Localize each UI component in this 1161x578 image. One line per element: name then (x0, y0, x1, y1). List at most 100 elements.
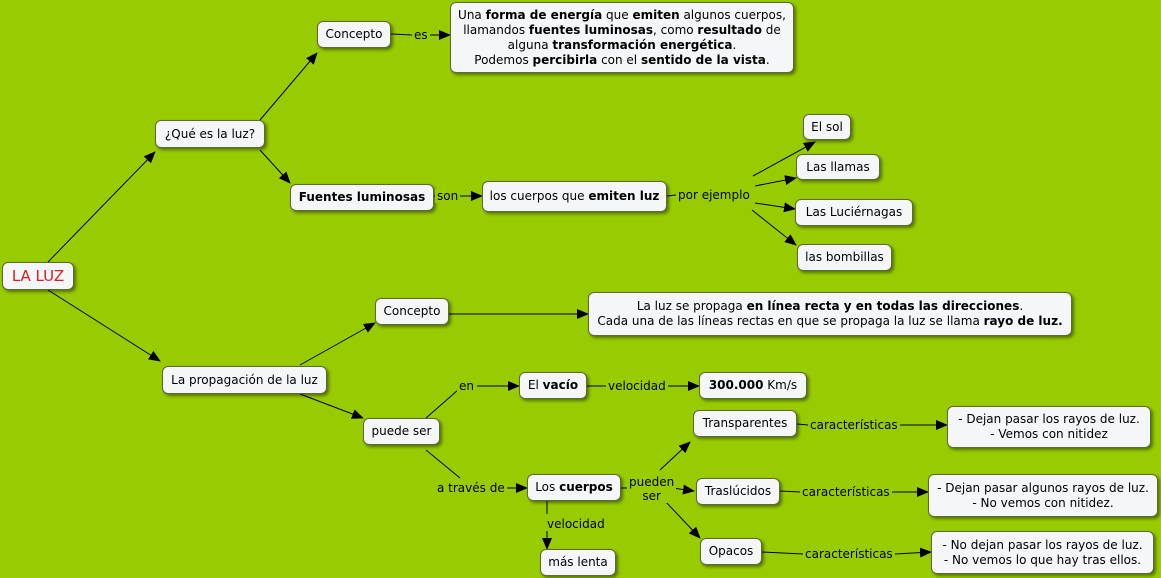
text-line: La luz se propaga en línea recta y en to… (637, 299, 1023, 314)
text-run: - No dejan pasar los rayos de luz. (942, 537, 1143, 552)
link-label-por-ejemplo: por ejemplo (676, 188, 752, 202)
node-las-luciernagas[interactable]: Las Luciérnagas (795, 199, 913, 226)
link-cuerpos-porejemplo (666, 194, 677, 197)
link-laluz-propagacion (47, 289, 161, 362)
link-label-en: en (457, 379, 476, 393)
text-run: de (761, 22, 781, 37)
text-run: - No vemos con nitidez. (972, 495, 1114, 510)
text-line: Podemos percibirla con el sentido de la … (474, 53, 769, 68)
node-las-llamas[interactable]: Las llamas (796, 154, 880, 180)
bold-text: sentido de la vista (640, 52, 766, 67)
link-label-son: son (435, 189, 461, 203)
text-line: - No dejan pasar los rayos de luz. (942, 538, 1142, 553)
text-line: - Vemos con nitidez (990, 427, 1108, 442)
node-desc-traslucidos[interactable]: - Dejan pasar algunos rayos de luz.- No … (928, 474, 1158, 517)
text-run: Una (458, 7, 486, 22)
text-line: - No vemos con nitidez. (972, 496, 1113, 511)
text-line: los cuerpos que emiten luz (490, 189, 660, 204)
text-line: - No vemos lo que hay tras ellos. (944, 553, 1141, 568)
text-run: - Vemos con nitidez (990, 427, 1108, 441)
node-velocidad-300000[interactable]: 300.000 Km/s (699, 372, 807, 399)
node-propagacion-de-la-luz[interactable]: La propagación de la luz (162, 366, 327, 394)
node-concepto-1[interactable]: Concepto (317, 21, 391, 48)
link-trasl-carac (779, 490, 801, 493)
node-desc-opacos[interactable]: - No dejan pasar los rayos de luz.- No v… (931, 531, 1154, 574)
link-quees-concepto (259, 52, 318, 121)
text-line: Cada una de las líneas rectas en que se … (597, 314, 1062, 329)
bold-text: rayo de luz. (983, 314, 1063, 328)
link-label-pueden-ser: pueden ser (627, 475, 677, 503)
bold-text: emiten luz (588, 189, 660, 203)
node-las-bombillas[interactable]: las bombillas (797, 244, 892, 271)
bold-text: fuentes luminosas (528, 22, 653, 37)
text-run: . (1019, 299, 1024, 313)
link-label-pueden: pueden (629, 475, 675, 489)
text-run: algunos cuerpos, (679, 7, 786, 22)
text-run: que (602, 7, 633, 22)
link-puedeser-atraves (425, 449, 461, 479)
text-run: alguna (507, 37, 553, 52)
link-concepto-es (390, 33, 413, 36)
node-que-es-la-luz[interactable]: ¿Qué es la luz? (155, 120, 265, 148)
text-run: El (527, 378, 543, 392)
link-transp-carac (796, 423, 809, 426)
bold-text: resultado (697, 22, 762, 37)
text-line: - Dejan pasar algunos rayos de luz. (937, 481, 1149, 496)
link-label-caracteristicas-2: características (800, 485, 892, 499)
text-run: , como (653, 22, 698, 37)
text-run: . (765, 52, 770, 67)
text-run: . (732, 37, 737, 52)
text-run: Los (535, 480, 560, 494)
link-carac-desc3 (894, 547, 932, 558)
text-run: con el (597, 52, 641, 67)
node-puede-ser[interactable]: puede ser (363, 418, 440, 445)
link-label-ser: ser (642, 489, 661, 503)
node-fuentes-luminosas[interactable]: Fuentes luminosas (290, 184, 434, 211)
text-run: Km/s (763, 378, 798, 392)
node-transparentes[interactable]: Transparentes (693, 410, 797, 437)
text-run: llamandos (463, 22, 529, 37)
text-run: La luz se propaga (636, 299, 747, 313)
text-line: El vacío (528, 378, 578, 393)
node-definicion-luz[interactable]: Una forma de energía que emiten algunos … (450, 2, 794, 73)
text-line: Una forma de energía que emiten algunos … (458, 8, 786, 23)
bold-text: emiten (632, 7, 680, 22)
link-pueden-transparentes (659, 441, 691, 471)
node-desc-transparentes[interactable]: - Dejan pasar los rayos de luz.- Vemos c… (947, 406, 1151, 448)
node-el-vacio[interactable]: El vacío (519, 372, 587, 399)
text-line: - Dejan pasar los rayos de luz. (958, 412, 1140, 427)
node-traslucidos[interactable]: Traslúcidos (696, 478, 780, 505)
link-label-a-traves-de: a través de (435, 481, 507, 495)
text-run: - No vemos lo que hay tras ellos. (943, 552, 1142, 567)
node-cuerpos-emiten-luz[interactable]: los cuerpos que emiten luz (482, 181, 667, 212)
link-pueden-opacos (663, 499, 701, 539)
text-run: Podemos (474, 52, 533, 67)
node-el-sol[interactable]: El sol (803, 114, 851, 140)
text-line: Los cuerpos (535, 480, 613, 495)
bold-text: vacío (542, 378, 579, 392)
link-label-es: es (412, 28, 430, 42)
bold-text: transformación energética (552, 37, 733, 52)
text-line: alguna transformación energética. (508, 38, 737, 53)
node-fuentes-luminosas-label: Fuentes luminosas (298, 190, 426, 204)
node-los-cuerpos[interactable]: Los cuerpos (527, 474, 621, 501)
bold-text: en línea recta y en todas las direccione… (746, 299, 1020, 313)
link-pe-sol (752, 141, 816, 177)
bold-text: percibirla (532, 52, 598, 67)
bold-text: cuerpos (559, 480, 613, 494)
root-node-la-luz[interactable]: LA LUZ (2, 262, 74, 290)
link-pe-bombillas (751, 209, 797, 246)
text-run: - Dejan pasar algunos rayos de luz. (937, 480, 1149, 495)
node-mas-lenta[interactable]: más lenta (540, 549, 616, 576)
link-quees-fuentes (259, 149, 291, 184)
text-line: llamandos fuentes luminosas, como result… (463, 23, 781, 38)
node-opacos[interactable]: Opacos (700, 538, 762, 565)
node-definicion-propagacion[interactable]: La luz se propaga en línea recta y en to… (588, 292, 1072, 336)
link-label-caracteristicas-1: características (808, 418, 900, 432)
text-run: - Dejan pasar los rayos de luz. (958, 412, 1140, 426)
text-run: Cada una de las líneas rectas en que se … (597, 314, 984, 328)
node-concepto-2[interactable]: Concepto (375, 298, 449, 325)
link-prop-concepto (299, 322, 376, 366)
link-label-velocidad-1: velocidad (606, 379, 668, 393)
